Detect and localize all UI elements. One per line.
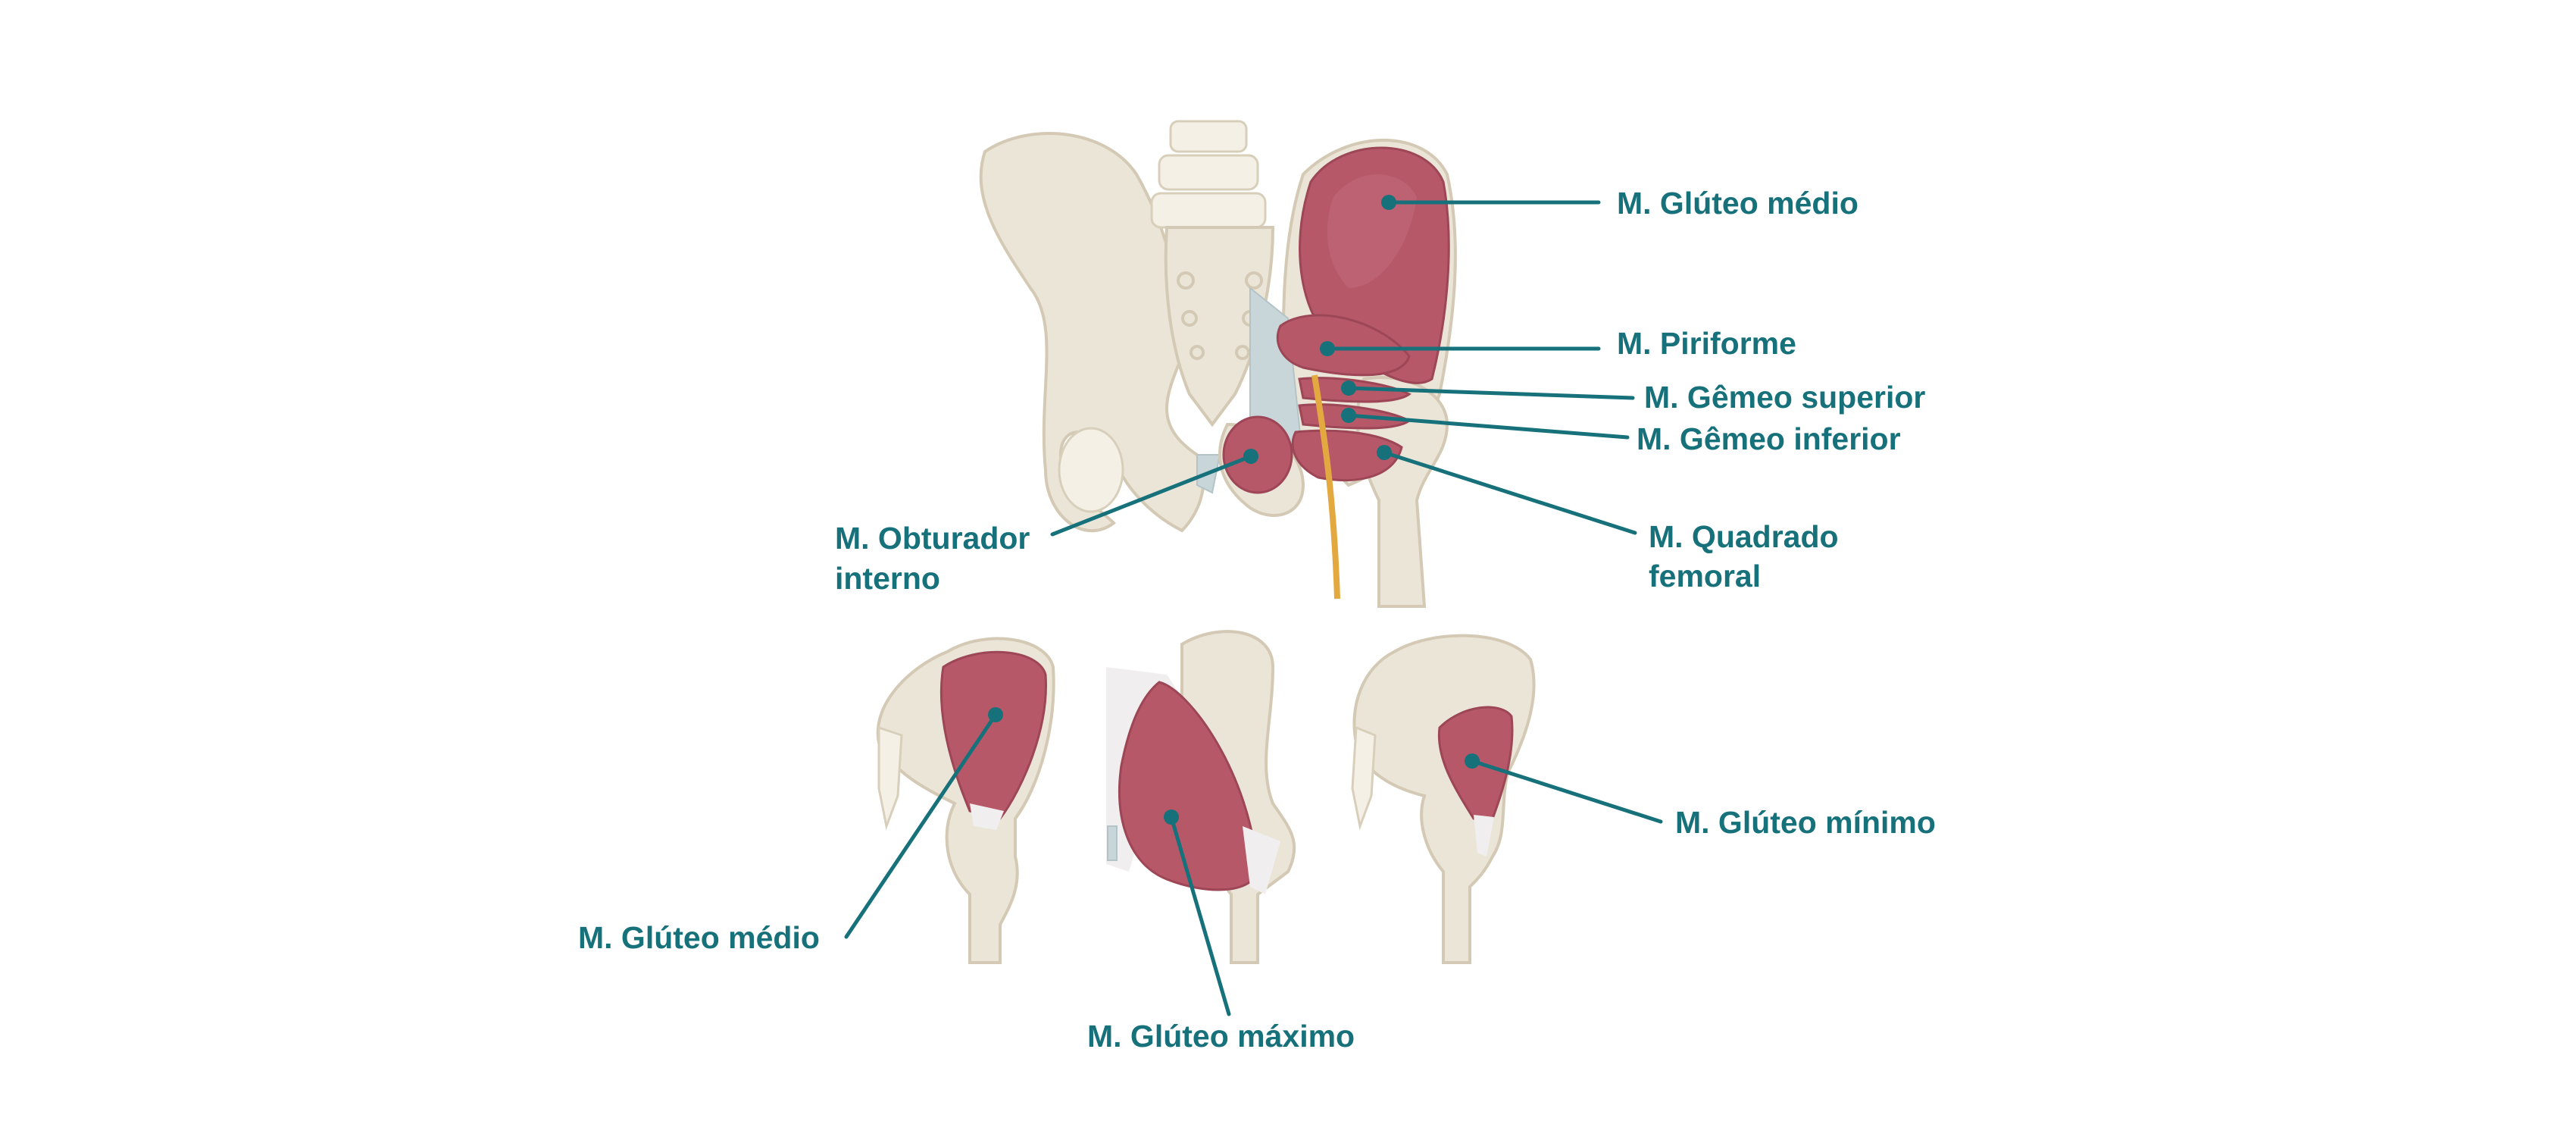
label-gluteo-medio-bottom: M. Glúteo médio <box>578 920 820 955</box>
label-gluteo-minimo: M. Glúteo mínimo <box>1675 805 1936 840</box>
label-gluteo-medio-top: M. Glúteo médio <box>1617 186 1859 221</box>
posterior-view-gluteus-maximus <box>1106 630 1296 964</box>
labels: M. Glúteo médio M. Piriforme M. Gêmeo su… <box>578 186 1936 1054</box>
label-gemeo-inferior: M. Gêmeo inferior <box>1637 421 1901 456</box>
lateral-view-gluteus-medius <box>876 637 1055 964</box>
label-piriforme: M. Piriforme <box>1617 326 1796 361</box>
label-quadrado-femoral-line2: femoral <box>1649 559 1761 593</box>
pelvis-posterior-illustration <box>979 120 1457 608</box>
leader-lines <box>844 195 1663 1016</box>
label-obturador-interno-line2: interno <box>835 561 940 596</box>
sciatic-nerve <box>1311 374 1340 600</box>
label-quadrado-femoral-line1: M. Quadrado <box>1649 519 1839 554</box>
label-gluteo-maximo: M. Glúteo máximo <box>1087 1019 1355 1054</box>
label-gemeo-superior: M. Gêmeo superior <box>1644 380 1925 415</box>
label-obturador-interno-line1: M. Obturador <box>835 521 1030 556</box>
lateral-view-gluteus-minimus <box>1351 634 1536 964</box>
